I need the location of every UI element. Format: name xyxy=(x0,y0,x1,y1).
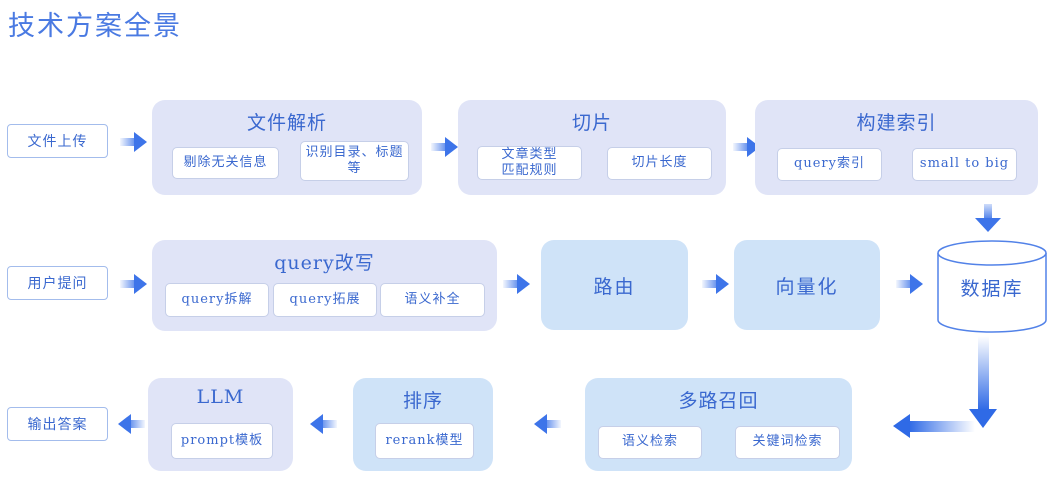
node-user-question: 用户提问 xyxy=(7,266,108,300)
database-label: 数据库 xyxy=(960,278,1024,300)
arrow-left-icon xyxy=(310,414,337,434)
chip-article-type-rules: 文章类型 匹配规则 xyxy=(477,146,582,180)
chip-small-to-big: small to big xyxy=(912,148,1017,181)
arrow-right-icon xyxy=(120,274,147,294)
chip-remove-irrelevant-info: 剔除无关信息 xyxy=(172,147,279,179)
panel-title: 文件解析 xyxy=(246,112,327,134)
chip-semantic-completion: 语义补全 xyxy=(380,283,485,317)
chip-identify-toc-titles: 识别目录、标题 等 xyxy=(300,141,409,181)
node-database: 数据库 xyxy=(936,240,1048,333)
arrow-down-large-icon xyxy=(969,336,998,428)
arrow-right-icon xyxy=(431,137,458,157)
chip-rerank-model: rerank模型 xyxy=(375,423,474,459)
chip-query-expand: query拓展 xyxy=(273,283,377,317)
panel-file-parsing: 文件解析 剔除无关信息 识别目录、标题 等 xyxy=(152,100,422,195)
arrow-right-icon xyxy=(120,132,147,152)
node-vectorization: 向量化 xyxy=(734,240,880,330)
node-output-answer: 输出答案 xyxy=(7,407,108,441)
panel-slicing: 切片 文章类型 匹配规则 切片长度 xyxy=(458,100,726,195)
chip-keyword-search: 关键词检索 xyxy=(735,426,840,459)
panel-build-index: 构建索引 query索引 small to big xyxy=(755,100,1038,195)
arrow-left-icon xyxy=(534,414,561,434)
chip-query-index: query索引 xyxy=(777,148,882,181)
panel-llm: LLM prompt模板 xyxy=(148,378,293,471)
chip-semantic-search: 语义检索 xyxy=(598,426,702,459)
panel-query-rewrite: query改写 query拆解 query拓展 语义补全 xyxy=(152,240,497,331)
node-routing: 路由 xyxy=(541,240,688,330)
arrow-down-icon xyxy=(975,204,1002,232)
arrow-left-large-icon xyxy=(893,414,975,438)
panel-title: 多路召回 xyxy=(678,390,759,412)
arrow-right-icon xyxy=(896,274,923,294)
arrow-left-icon xyxy=(118,414,145,434)
chip-prompt-template: prompt模板 xyxy=(171,423,273,459)
panel-title: 切片 xyxy=(571,112,612,134)
chip-slice-length: 切片长度 xyxy=(607,147,712,180)
node-file-upload: 文件上传 xyxy=(7,124,108,158)
arrow-right-icon xyxy=(503,274,530,294)
panel-title: 排序 xyxy=(402,390,443,412)
database-cylinder-icon xyxy=(937,240,1047,333)
panel-title: LLM xyxy=(196,386,245,408)
panel-multi-recall: 多路召回 语义检索 关键词检索 xyxy=(585,378,852,471)
panel-title: 构建索引 xyxy=(856,112,937,134)
panel-title: query改写 xyxy=(274,252,375,274)
chip-query-decompose: query拆解 xyxy=(165,283,269,317)
panel-ranking: 排序 rerank模型 xyxy=(353,378,493,471)
page-title: 技术方案全景 xyxy=(8,11,182,42)
arrow-right-icon xyxy=(702,274,729,294)
